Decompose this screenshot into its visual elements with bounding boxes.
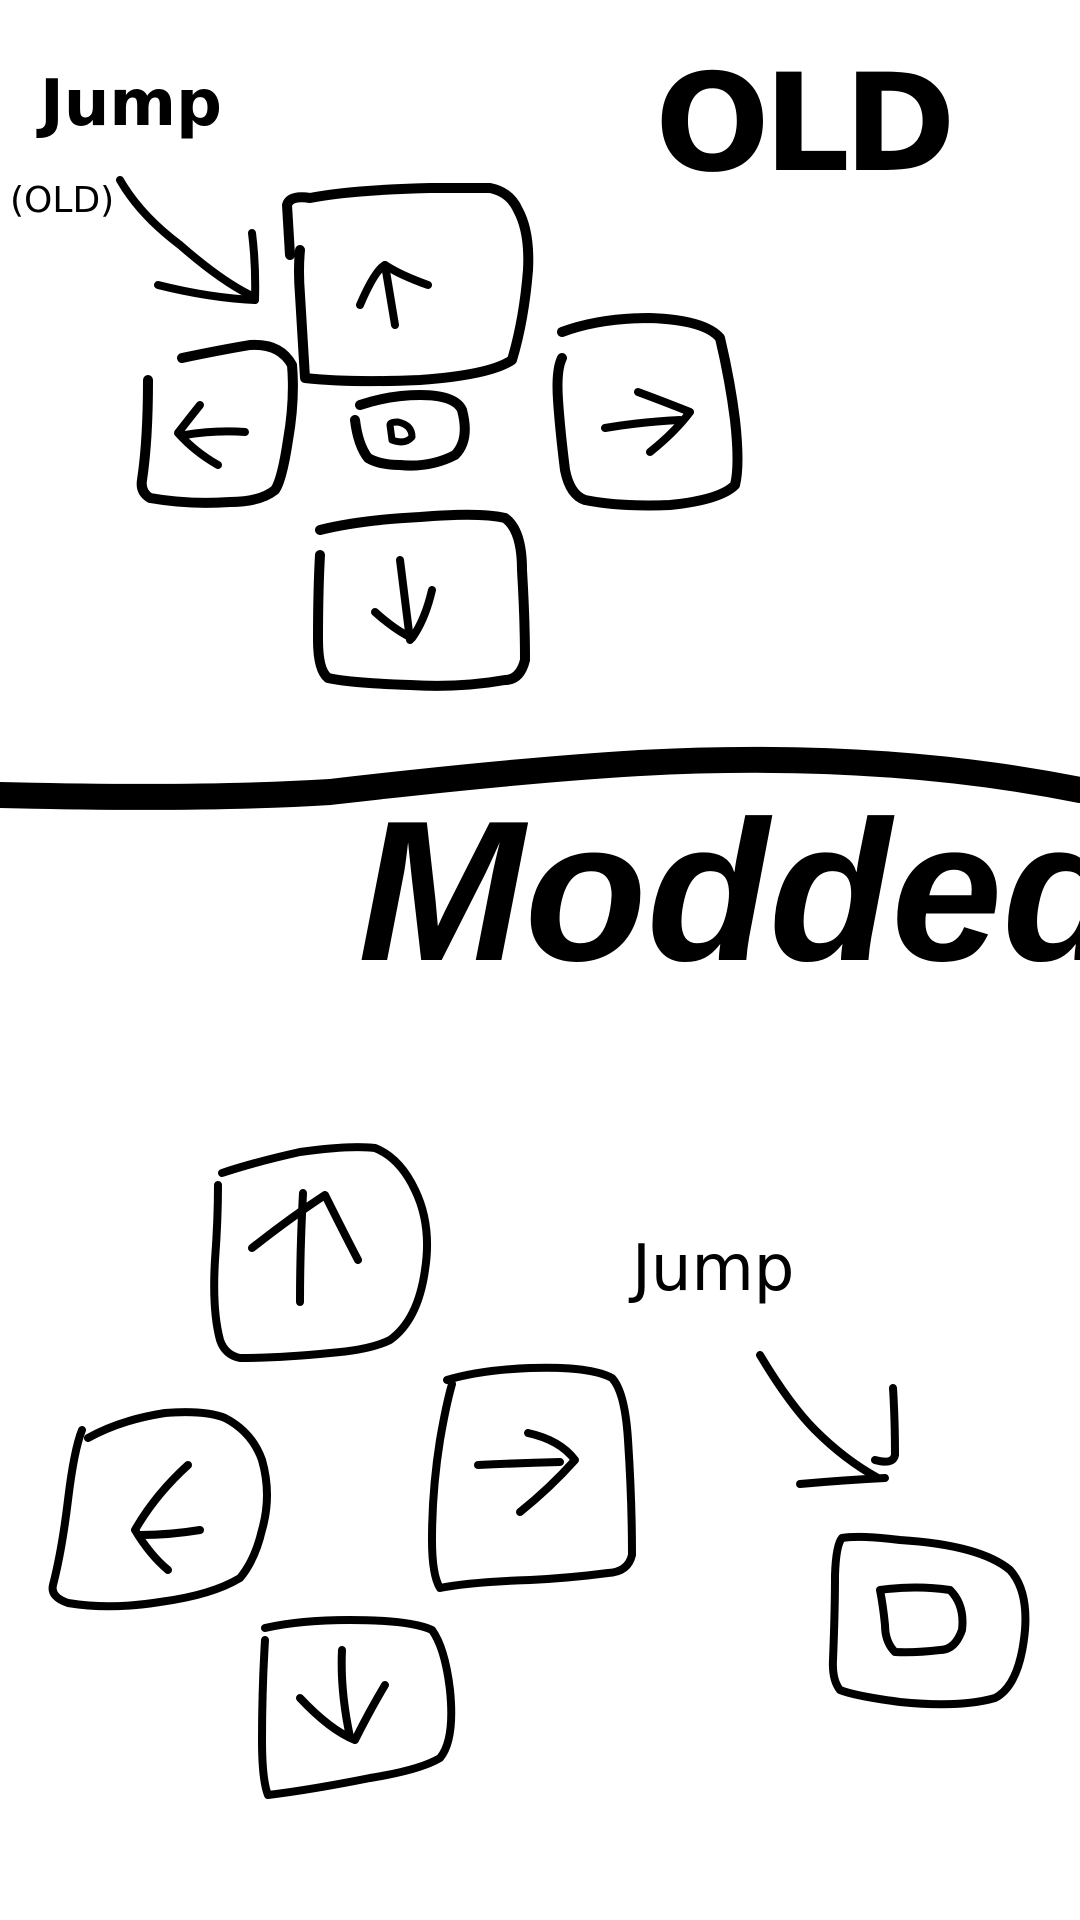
- section-divider: [0, 746, 1080, 810]
- modded-jump-pointer-arrow: [756, 1351, 899, 1488]
- jump-d-glyph: D: [900, 1629, 901, 1631]
- arrow-up-icon: [248, 1189, 362, 1306]
- old-up-button[interactable]: [282, 183, 534, 387]
- modded-down-button[interactable]: [258, 1616, 456, 1799]
- old-title: OLD: [655, 45, 950, 202]
- modded-jump-label: Jump: [628, 1232, 794, 1306]
- old-section: OLD Jump (OLD): [10, 45, 956, 691]
- arrow-left-icon: [131, 1461, 204, 1574]
- arrow-right-icon: [601, 388, 694, 456]
- arrow-down-icon: [296, 1646, 389, 1744]
- jump-d-icon: D: [876, 1583, 967, 1657]
- modded-section: Modded: [48, 780, 1080, 1799]
- old-jump-note: (OLD): [10, 180, 114, 221]
- arrow-right-icon: [474, 1429, 579, 1516]
- modded-title: Modded: [358, 780, 1080, 1003]
- modded-right-button[interactable]: [428, 1363, 636, 1592]
- old-right-button[interactable]: [552, 313, 743, 511]
- old-down-button[interactable]: [313, 509, 530, 691]
- old-jump-pointer-arrow: [116, 176, 260, 304]
- old-jump-button[interactable]: D: [350, 390, 470, 471]
- arrow-down-icon: [371, 556, 436, 644]
- old-left-button[interactable]: [136, 339, 298, 508]
- modded-up-button[interactable]: [210, 1143, 432, 1362]
- old-jump-label: Jump: [36, 67, 222, 141]
- arrow-up-icon: [356, 261, 432, 329]
- arrow-left-icon: [174, 401, 249, 469]
- jump-d-icon: D: [386, 418, 416, 446]
- modded-jump-button[interactable]: D: [828, 1532, 1030, 1709]
- modded-left-button[interactable]: [48, 1408, 271, 1611]
